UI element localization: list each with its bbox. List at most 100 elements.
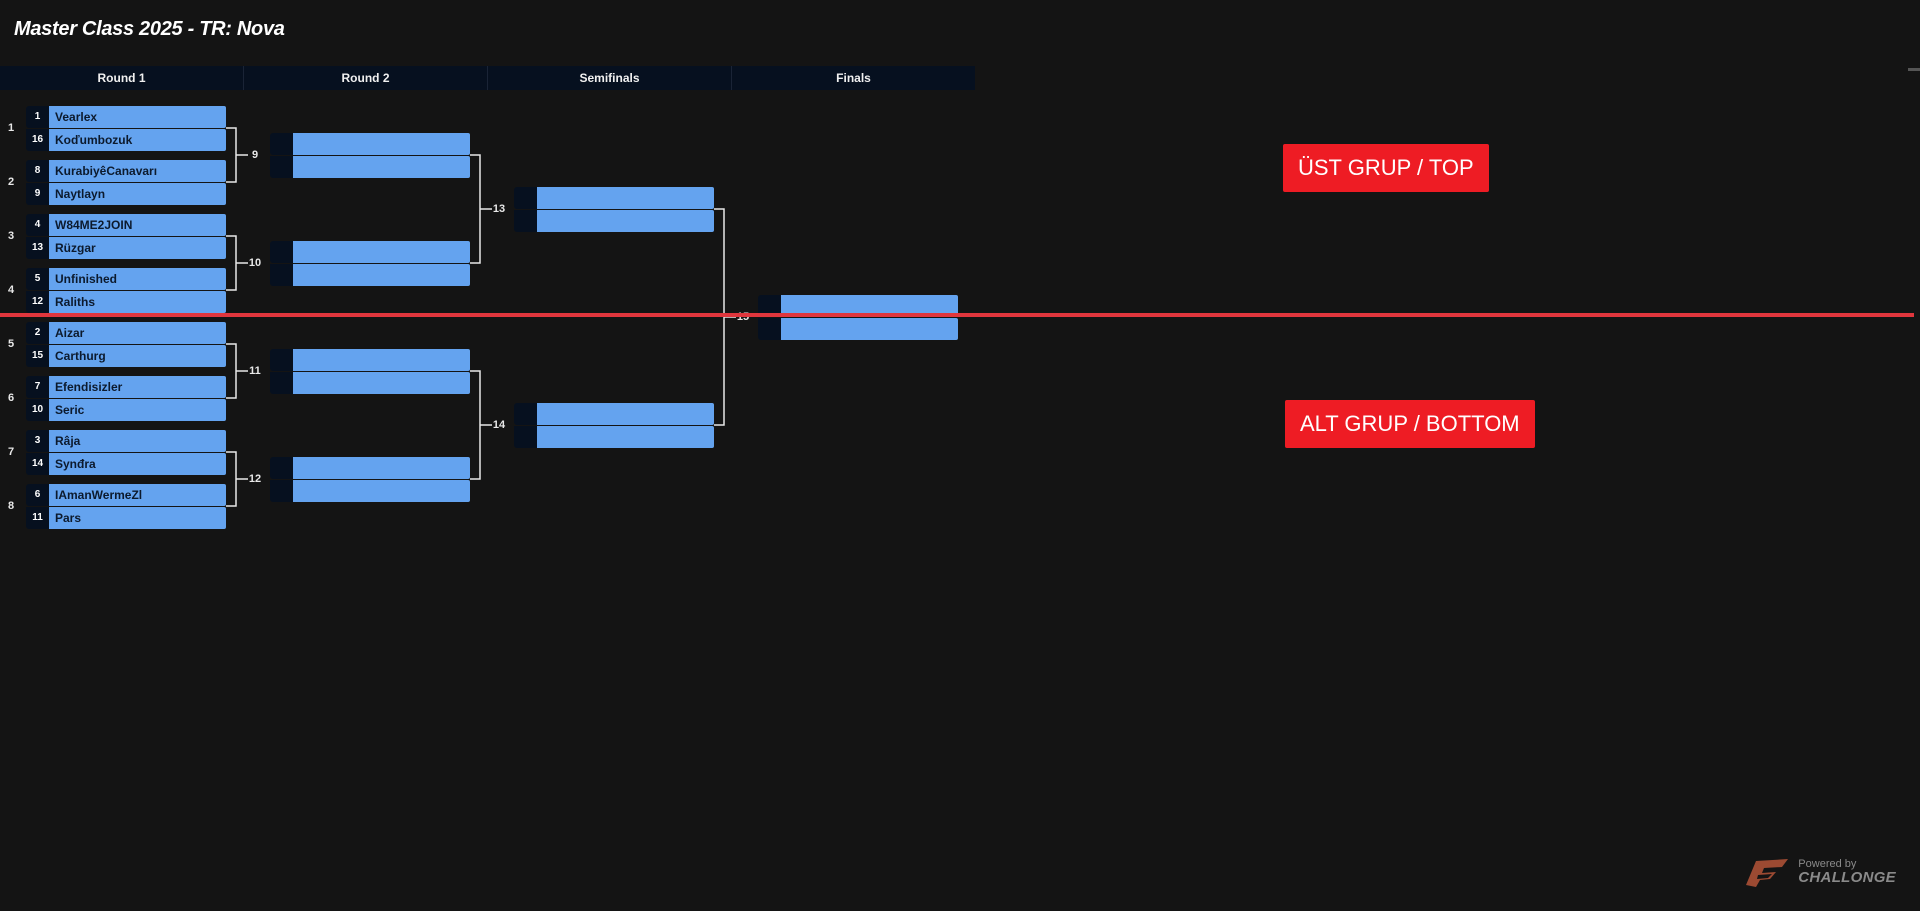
match-slot[interactable] xyxy=(270,156,470,178)
match-slot[interactable] xyxy=(758,295,958,317)
player-name: IAmanWermeZl xyxy=(49,484,226,506)
player-name: W84ME2JOIN xyxy=(49,214,226,236)
seed xyxy=(270,457,293,479)
scrollbar-hint[interactable] xyxy=(1908,68,1920,71)
top-group-label: ÜST GRUP / TOP xyxy=(1283,144,1489,192)
player-name: Carthurg xyxy=(49,345,226,367)
match-slot[interactable] xyxy=(270,133,470,155)
powered-by-text: Powered by xyxy=(1798,857,1857,870)
player-name: Rüzgar xyxy=(49,237,226,259)
round-header-semifinals[interactable]: Semifinals xyxy=(488,66,732,90)
match-number: 12 xyxy=(248,473,262,485)
match-slot[interactable] xyxy=(514,210,714,232)
player-name: Aizar xyxy=(49,322,226,344)
seed: 11 xyxy=(26,507,49,529)
match-11[interactable] xyxy=(270,349,470,394)
match-number: 1 xyxy=(7,122,15,134)
player-name: Râja xyxy=(49,430,226,452)
seed: 14 xyxy=(26,453,49,475)
player-name: Synđra xyxy=(49,453,226,475)
match-slot[interactable] xyxy=(514,187,714,209)
seed: 6 xyxy=(26,484,49,506)
seed xyxy=(514,210,537,232)
player-name: Efendisizler xyxy=(49,376,226,398)
match-13[interactable] xyxy=(514,187,714,232)
match-number: 6 xyxy=(7,392,15,404)
seed: 10 xyxy=(26,399,49,421)
player-name xyxy=(293,241,470,263)
match-slot[interactable] xyxy=(270,349,470,371)
match-slot[interactable] xyxy=(270,264,470,286)
match-slot[interactable] xyxy=(514,426,714,448)
player-name: Pars xyxy=(49,507,226,529)
match-slot[interactable] xyxy=(758,318,958,340)
match-number: 3 xyxy=(7,230,15,242)
player-name: Naytlayn xyxy=(49,183,226,205)
seed: 15 xyxy=(26,345,49,367)
seed: 13 xyxy=(26,237,49,259)
match-14[interactable] xyxy=(514,403,714,448)
seed xyxy=(514,187,537,209)
player-name xyxy=(781,295,958,317)
seed: 9 xyxy=(26,183,49,205)
seed: 5 xyxy=(26,268,49,290)
match-9[interactable] xyxy=(270,133,470,178)
player-name: Seric xyxy=(49,399,226,421)
bottom-group-label: ALT GRUP / BOTTOM xyxy=(1285,400,1535,448)
player-name: Vearlex xyxy=(49,106,226,128)
seed xyxy=(270,133,293,155)
match-number: 2 xyxy=(7,176,15,188)
player-name xyxy=(293,264,470,286)
seed xyxy=(270,264,293,286)
group-divider-line xyxy=(0,313,1914,317)
seed xyxy=(514,426,537,448)
player-name xyxy=(537,210,714,232)
match-number: 10 xyxy=(248,257,262,269)
player-name xyxy=(537,403,714,425)
seed: 8 xyxy=(26,160,49,182)
match-slot[interactable] xyxy=(270,372,470,394)
match-slot[interactable] xyxy=(270,480,470,502)
match-slot[interactable] xyxy=(514,403,714,425)
match-12[interactable] xyxy=(270,457,470,502)
match-10[interactable] xyxy=(270,241,470,286)
player-name: Unfinished xyxy=(49,268,226,290)
match-slot[interactable] xyxy=(270,457,470,479)
seed xyxy=(758,318,781,340)
match-slot[interactable] xyxy=(270,241,470,263)
challonge-logo-icon xyxy=(1746,859,1789,887)
seed xyxy=(270,480,293,502)
round-header-finals[interactable]: Finals xyxy=(836,71,871,85)
powered-by-challonge[interactable]: Powered by CHALLONGE xyxy=(1742,855,1896,889)
match-15[interactable] xyxy=(758,295,958,340)
player-name: Raliths xyxy=(49,291,226,313)
round-header-round-2[interactable]: Round 2 xyxy=(244,66,488,90)
seed xyxy=(270,241,293,263)
player-name xyxy=(537,187,714,209)
round-header-round-1[interactable]: Round 1 xyxy=(0,66,244,90)
